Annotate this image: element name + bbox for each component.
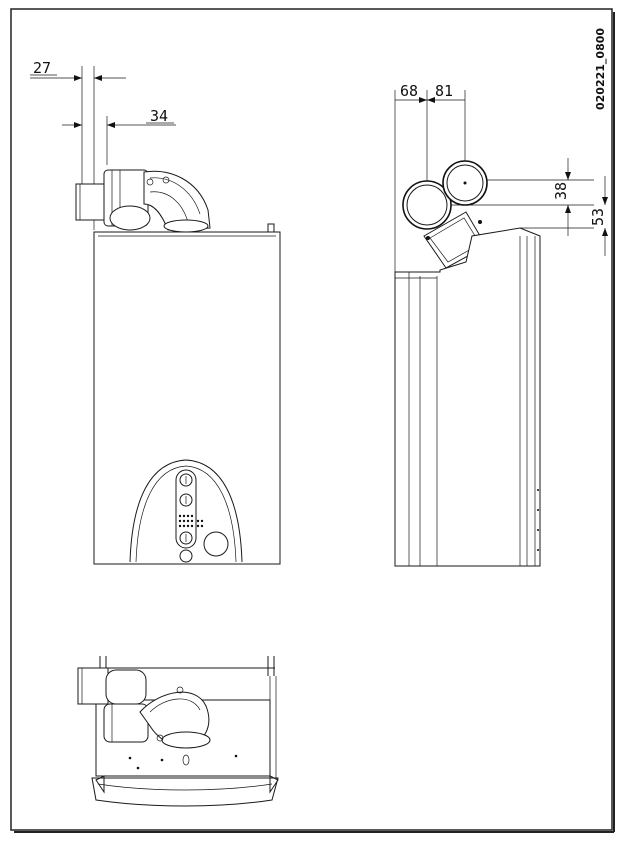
side-dim-81: 81 (435, 82, 453, 100)
boiler-front-casing (93, 231, 281, 565)
bottom-view (77, 656, 279, 807)
drawing-code: 020221_0800 (594, 28, 607, 110)
side-dim-38: 38 (552, 182, 570, 200)
front-dim-34: 34 (150, 107, 168, 125)
front-dim-27: 27 (33, 59, 51, 77)
side-dim-68: 68 (400, 82, 418, 100)
boiler-side-casing (394, 227, 541, 567)
front-view: 27 34 (30, 59, 281, 565)
side-view: 68 81 38 53 (394, 82, 608, 567)
control-panel (129, 459, 243, 563)
bottom-front-panel (91, 777, 279, 807)
sheet-border (10, 8, 613, 831)
side-dim-53: 53 (589, 208, 607, 226)
